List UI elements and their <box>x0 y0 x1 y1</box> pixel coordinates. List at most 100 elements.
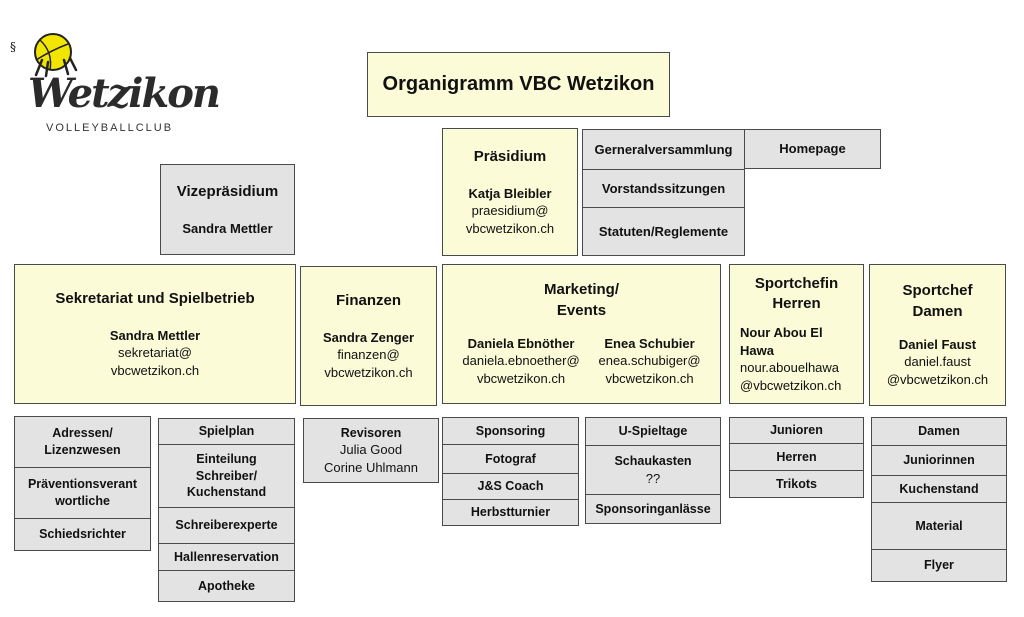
sub-label: Sponsoring <box>475 423 546 438</box>
sportchef-damen-title-1: Sportchef <box>902 282 973 300</box>
volleyball-icon <box>34 33 78 78</box>
praesidium-name: Katja Bleibler <box>468 185 552 201</box>
finanzen-email-1: finanzen@ <box>337 347 400 363</box>
sub-kuchenstand: Kuchenstand <box>871 475 1007 503</box>
marketing-person-2: Enea Schubier enea.schubiger@ vbcwetziko… <box>598 335 700 388</box>
sub-label: Material <box>915 518 963 533</box>
page-title: Organigramm VBC Wetzikon <box>382 73 655 95</box>
sportchef-damen-email-1: daniel.faust <box>904 354 971 370</box>
sportchef-herren-email-1: nour.abouelhawa <box>740 360 840 376</box>
sekretariat-box: Sekretariat und Spielbetrieb Sandra Mett… <box>14 264 296 404</box>
sub-u-spieltage: U-Spieltage <box>585 417 721 446</box>
sportchef-damen-email-2: @vbcwetzikon.ch <box>886 372 989 388</box>
sub-label: Herren <box>776 449 817 464</box>
praesidium-title: Präsidium <box>473 147 547 165</box>
meeting-label: Statuten/Reglemente <box>598 223 729 239</box>
sub-label: Trikots <box>776 476 817 491</box>
sub-label: Fotograf <box>485 451 536 466</box>
marketing-title-1: Marketing/ <box>543 281 619 299</box>
sub-label: Schiedsrichter <box>39 527 126 542</box>
sportchef-herren-email-2: @vbcwetzikon.ch <box>740 377 842 393</box>
praesidium-box: Präsidium Katja Bleibler praesidium@ vbc… <box>442 128 578 256</box>
sub-junioren: Junioren <box>729 417 864 444</box>
sub-label: Adressen/ Lizenzwesen <box>44 426 121 457</box>
sekretariat-email-2: vbcwetzikon.ch <box>110 362 200 378</box>
sportchef-herren-box: Sportchefin Herren Nour Abou El Hawa nou… <box>729 264 864 404</box>
revisoren-person-1: Julia Good <box>339 442 403 458</box>
sportchef-damen-title-2: Damen <box>912 302 963 320</box>
praesidium-email-2: vbcwetzikon.ch <box>465 220 555 236</box>
vize-title: Vizepräsidium <box>176 182 279 200</box>
sub-sponsoring: Sponsoring <box>442 417 579 445</box>
vize-name: Sandra Mettler <box>182 220 273 236</box>
meeting-vorstandssitzungen: Vorstandssitzungen <box>582 169 745 208</box>
sub-sponsoringanlaesse: Sponsoringanlässe <box>585 494 721 524</box>
sportchef-herren-name-2: Hawa <box>740 342 774 358</box>
sub-spielplan: Spielplan <box>158 418 295 445</box>
logo-wordmark: Wetzikon <box>28 70 221 117</box>
marketing-box: Marketing/ Events Daniela Ebnöther danie… <box>442 264 721 404</box>
sub-label: Herbstturnier <box>470 505 551 520</box>
sub-einteilung: Einteilung Schreiber/ Kuchenstand <box>158 444 295 508</box>
marketing-p1-email-1: daniela.ebnoether@ <box>462 353 580 369</box>
praesidium-email-1: praesidium@ <box>471 203 549 219</box>
sub-label: Spielplan <box>198 424 255 439</box>
revisoren-person-2: Corine Uhlmann <box>324 459 418 475</box>
sub-revisoren: Revisoren Julia Good Corine Uhlmann <box>303 418 439 483</box>
sub-label: Damen <box>918 424 960 439</box>
sub-label: Kuchenstand <box>899 481 979 496</box>
meeting-generalversammlung: Gerneralversammlung <box>582 129 745 170</box>
sub-label: Hallenreservation <box>174 549 279 564</box>
finanzen-title: Finanzen <box>335 291 401 309</box>
finanzen-email-2: vbcwetzikon.ch <box>324 364 413 380</box>
sub-juniorinnen: Juniorinnen <box>871 445 1007 476</box>
sportchef-damen-box: Sportchef Damen Daniel Faust daniel.faus… <box>869 264 1006 406</box>
sub-js-coach: J&S Coach <box>442 473 579 500</box>
sub-herbstturnier: Herbstturnier <box>442 499 579 526</box>
sekretariat-email-1: sekretariat@ <box>118 345 192 361</box>
sub-label: Junioren <box>770 423 823 438</box>
marketing-p2-email-1: enea.schubiger@ <box>598 353 701 369</box>
sub-trikots: Trikots <box>729 470 864 498</box>
sportchef-herren-name-1: Nour Abou El <box>740 325 823 341</box>
sekretariat-title: Sekretariat und Spielbetrieb <box>55 289 255 307</box>
sub-adressen: Adressen/ Lizenzwesen <box>14 416 151 468</box>
finanzen-name: Sandra Zenger <box>322 329 415 345</box>
revisoren-title: Revisoren <box>340 425 402 440</box>
sub-schaukasten: Schaukasten ?? <box>585 445 721 495</box>
sub-label: Flyer <box>924 558 954 573</box>
vizepraesidium-box: Vizepräsidium Sandra Mettler <box>160 164 295 255</box>
sub-label: Schaukasten <box>614 453 692 468</box>
sportchef-herren-title-1: Sportchefin <box>754 274 839 292</box>
sub-hallenreservation: Hallenreservation <box>158 543 295 571</box>
marketing-person-1: Daniela Ebnöther daniela.ebnoether@ vbcw… <box>462 335 579 388</box>
marketing-title-2: Events <box>556 301 607 319</box>
sub-label: J&S Coach <box>477 479 544 494</box>
sportchef-damen-name: Daniel Faust <box>898 336 977 352</box>
sub-damen: Damen <box>871 417 1007 446</box>
sub-label: Schreiberexperte <box>175 518 278 533</box>
org-title-box: Organigramm VBC Wetzikon <box>367 52 670 117</box>
sub-praevention: Präventionsverant wortliche <box>14 467 151 519</box>
sub-flyer: Flyer <box>871 549 1007 582</box>
finanzen-box: Finanzen Sandra Zenger finanzen@ vbcwetz… <box>300 266 437 406</box>
sub-fotograf: Fotograf <box>442 444 579 474</box>
sub-label: Juniorinnen <box>903 453 975 468</box>
sub-label: U-Spieltage <box>618 424 688 439</box>
sub-label: Sponsoringanlässe <box>595 501 711 516</box>
club-logo <box>6 30 186 142</box>
logo-mark: § <box>10 40 16 54</box>
logo-subtitle: VOLLEYBALLCLUB <box>46 122 174 134</box>
sub-label: Apotheke <box>198 578 255 593</box>
marketing-p2-email-2: vbcwetzikon.ch <box>605 371 694 387</box>
sub-apotheke: Apotheke <box>158 570 295 602</box>
meeting-label: Vorstandssitzungen <box>601 180 726 196</box>
sub-label: Einteilung Schreiber/ Kuchenstand <box>186 451 267 500</box>
homepage-label: Homepage <box>779 141 846 157</box>
marketing-p1-email-2: vbcwetzikon.ch <box>476 371 566 387</box>
sub-schiedsrichter: Schiedsrichter <box>14 518 151 551</box>
marketing-p2-name: Enea Schubier <box>604 335 695 351</box>
marketing-p1-name: Daniela Ebnöther <box>467 335 575 351</box>
sub-schreiberexperte: Schreiberexperte <box>158 507 295 544</box>
meeting-label: Gerneralversammlung <box>594 141 733 157</box>
